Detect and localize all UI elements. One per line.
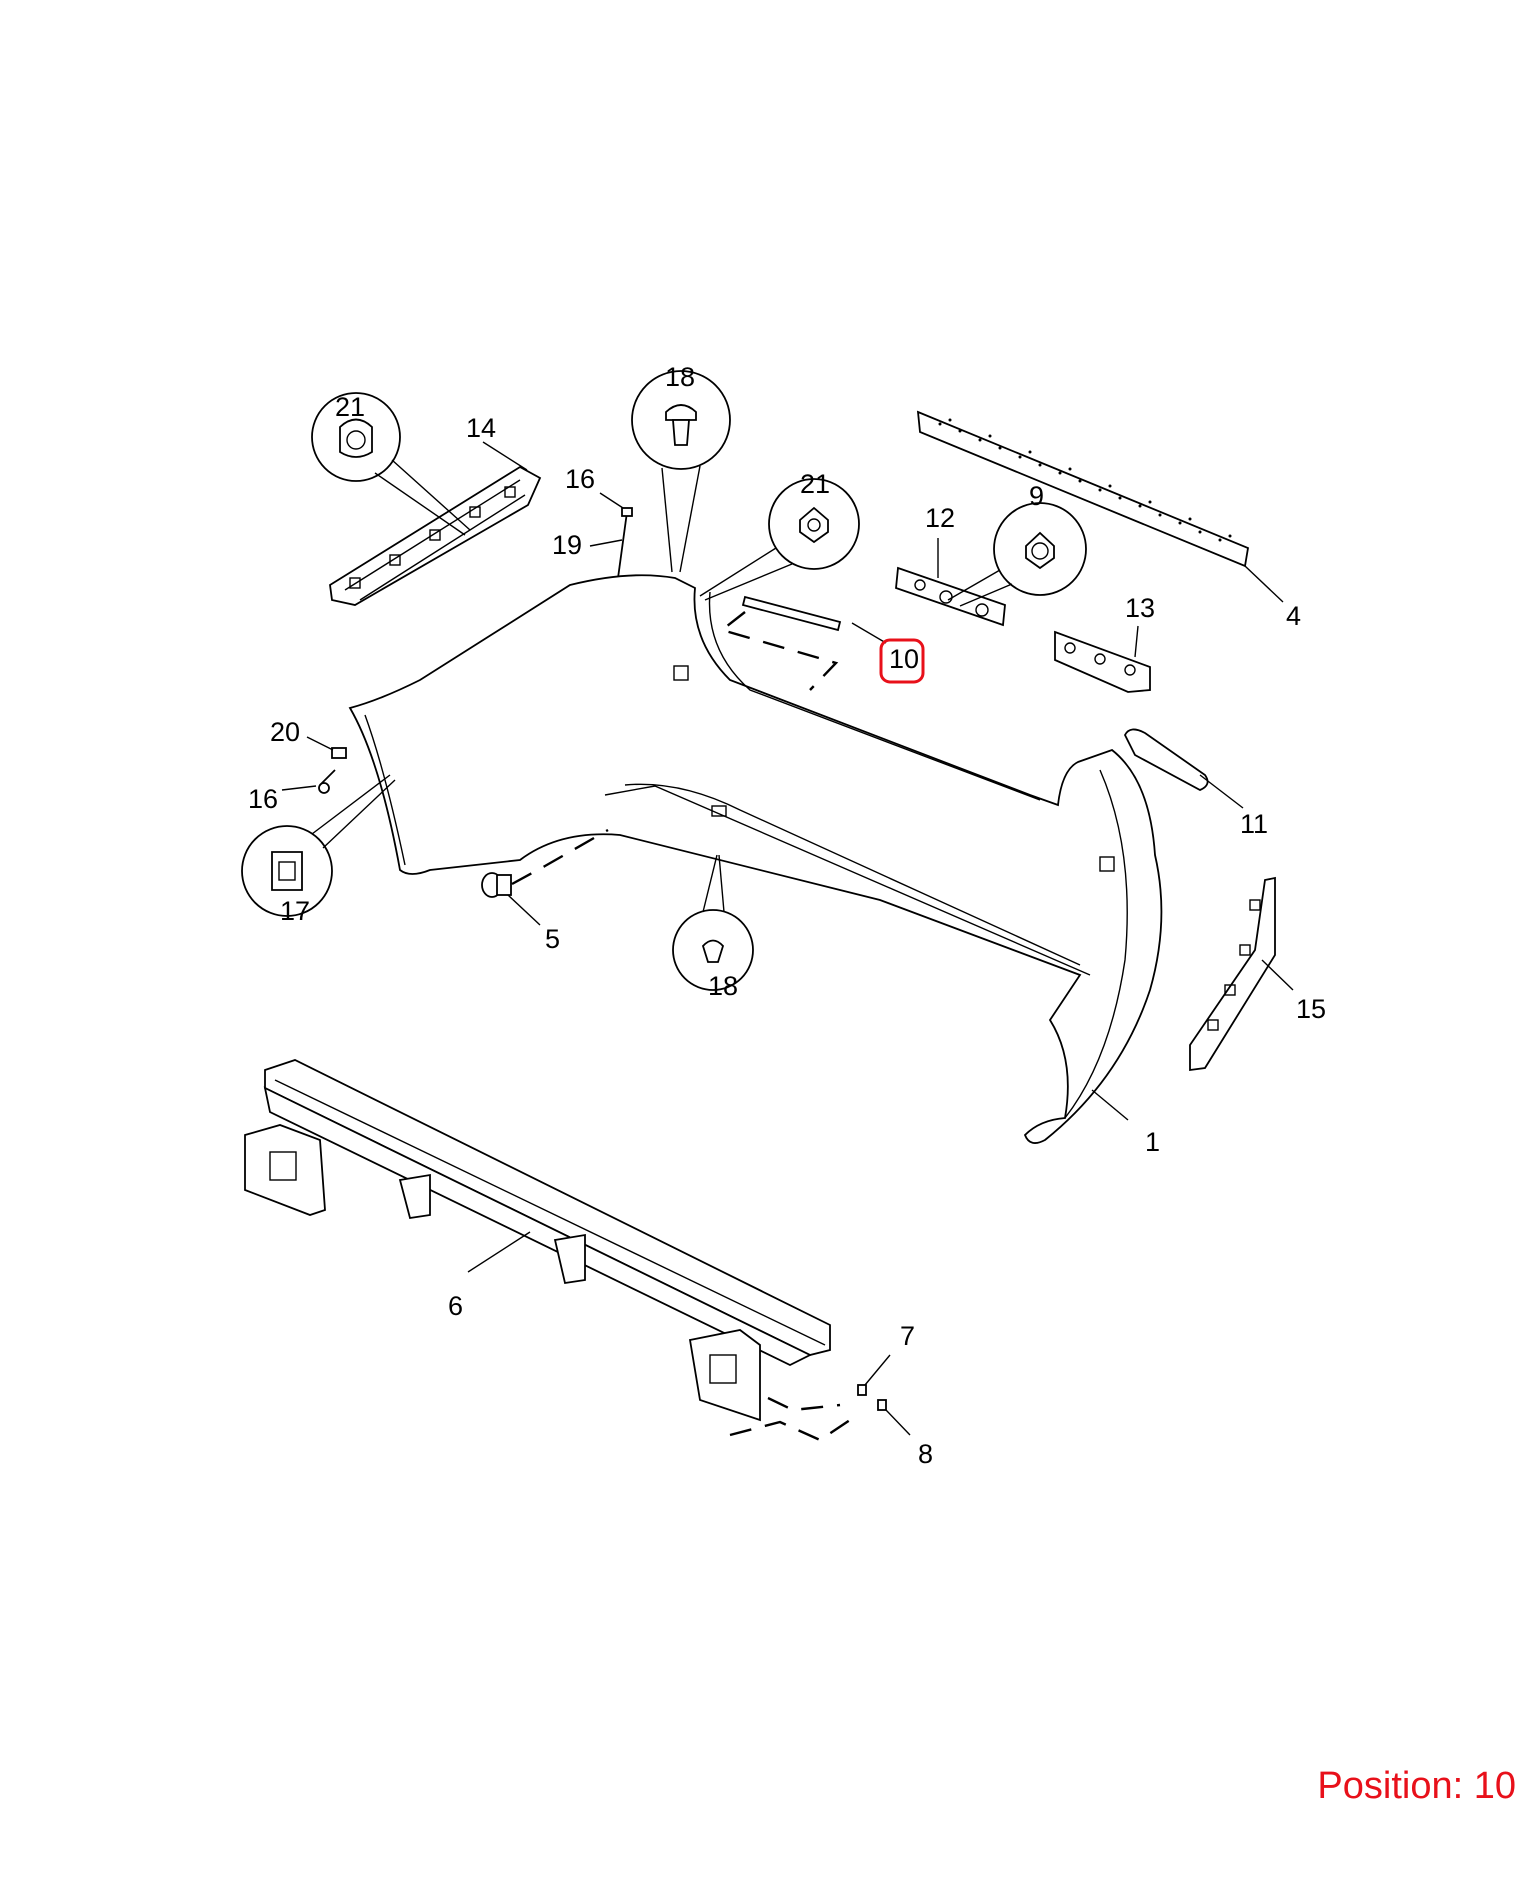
- callout-21-left: [311, 392, 471, 536]
- label-part-18-top: 18: [665, 362, 695, 392]
- label-part-13: 13: [1125, 593, 1155, 623]
- label-part-11: 11: [1240, 809, 1268, 839]
- label-part-18-bottom: 18: [708, 971, 738, 1001]
- label-part-19: 19: [552, 530, 582, 560]
- label-part-17: 17: [280, 896, 310, 926]
- bolts-7-8: [729, 1354, 911, 1442]
- fastener-20-16-left: [281, 736, 347, 794]
- label-part-21-right: 21: [800, 469, 830, 499]
- callout-21-right: [699, 478, 860, 601]
- right-bracket-15-part: [1189, 876, 1294, 1072]
- label-part-12: 12: [925, 503, 955, 533]
- label-part-15: 15: [1296, 994, 1326, 1024]
- grommet-5-part: [481, 828, 609, 926]
- label-part-7: 7: [900, 1321, 915, 1351]
- callout-18-top: [631, 370, 731, 573]
- position-indicator: Position: 10: [1317, 1765, 1516, 1807]
- bumper-fascia-part: [348, 574, 1163, 1144]
- label-part-6: 6: [448, 1291, 463, 1321]
- label-part-5: 5: [545, 924, 560, 954]
- label-part-9: 9: [1029, 481, 1044, 511]
- label-part-20: 20: [270, 717, 300, 747]
- reflector-11-part: [1123, 728, 1244, 809]
- upper-strip-part: [916, 410, 1284, 603]
- label-part-14: 14: [466, 413, 496, 443]
- label-part-10: 10: [889, 644, 919, 674]
- label-part-8: 8: [918, 1439, 933, 1469]
- callout-9: [947, 502, 1087, 607]
- label-part-21-left: 21: [335, 392, 365, 422]
- label-part-16-top: 16: [565, 464, 595, 494]
- left-bracket-part: [329, 441, 542, 606]
- reinforcement-beam-6-part: [244, 1059, 831, 1422]
- label-part-4: 4: [1286, 601, 1301, 631]
- label-part-16-left: 16: [248, 784, 278, 814]
- callout-18-bottom: [672, 854, 754, 991]
- bracket-13-part: [1054, 625, 1151, 693]
- pin-16-top: [589, 492, 633, 579]
- strip-10-part: [719, 595, 887, 691]
- callout-17: [241, 774, 396, 917]
- part-10-highlight: [879, 638, 925, 684]
- bracket-12-part: [895, 538, 1006, 627]
- label-part-1: 1: [1145, 1127, 1160, 1157]
